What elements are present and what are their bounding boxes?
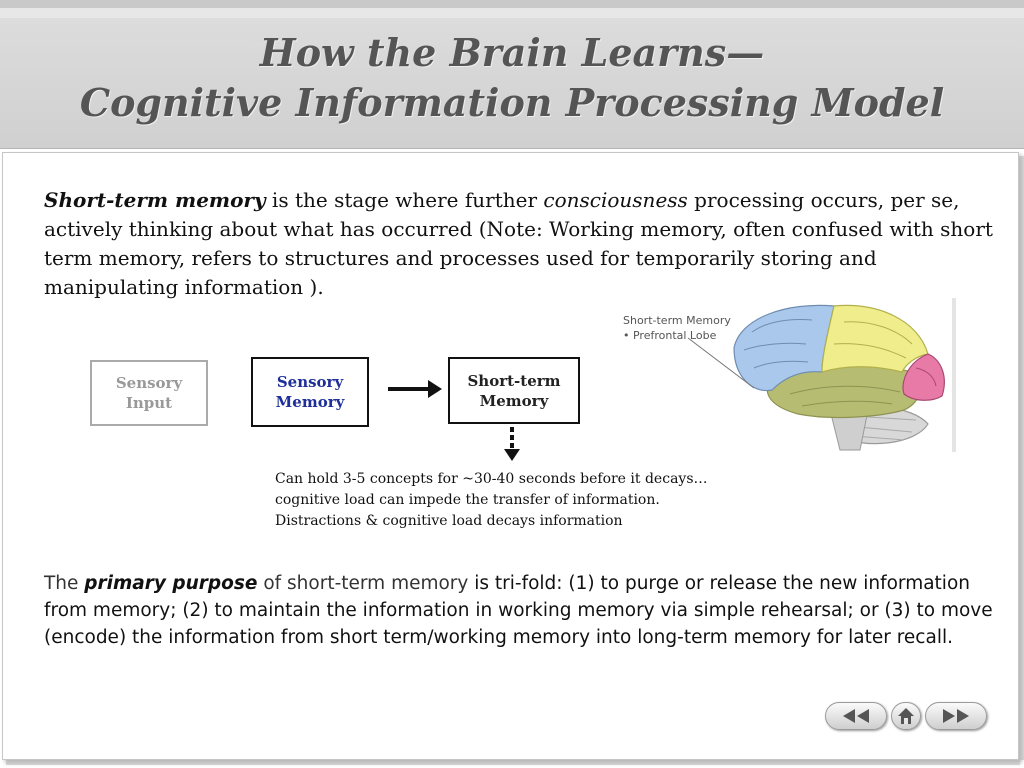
stm-note: Can hold 3-5 concepts for ~30-40 seconds… [275,471,708,487]
intro-emphasis: consciousness [543,188,688,212]
sensory-memory-line-2: Memory [275,393,345,411]
decay-arrow-dash [510,435,514,440]
home-icon [898,708,914,724]
top-strip-inner [0,8,1024,18]
stm-line-2: Memory [479,391,549,410]
sensory-memory-box: Sensory Memory [251,357,369,427]
slide-title: How the Brain Learns— Cognitive Informat… [0,28,1024,128]
stm-note: cognitive load can impede the transfer o… [275,492,660,508]
frame-shadow-bottom [6,759,1020,765]
frame-shadow-right [1018,156,1024,760]
decay-arrow-head [504,449,520,461]
brain-caption-line-2: • Prefrontal Lobe [623,329,717,342]
brain-parietal-lobe [821,304,929,373]
brain-image [687,298,956,452]
stm-note: Distractions & cognitive load decays inf… [275,513,623,529]
home-button[interactable] [891,702,921,730]
purpose-emphasis: primary purpose [84,573,258,594]
sensory-input-line-2: Input [125,394,173,412]
purpose-paragraph: The primary purpose of short-term memory… [44,570,994,651]
next-button[interactable] [925,702,987,730]
decay-arrow-dash [510,427,514,432]
flow-arrow-shaft [388,387,432,391]
purpose-text-c: is tri-fold: (1) to purge or release the… [44,573,993,648]
previous-button[interactable] [825,702,887,730]
purpose-text-a: The [44,573,85,594]
intro-paragraph: Short-term memory is the stage where fur… [44,186,994,302]
flow-arrow-head [428,380,442,398]
sensory-memory-line-1: Sensory [276,373,344,391]
decay-arrow-dash [510,443,514,448]
next-icon [943,709,969,723]
brain-occipital-lobe [902,353,945,401]
brain-illustration [616,298,958,454]
stm-line-1: Short-term [467,371,561,390]
short-term-memory-box: Short-term Memory [448,357,580,424]
intro-text-a: is the stage where further [265,188,544,212]
sensory-input-line-1: Sensory [115,374,183,392]
slide-header: How the Brain Learns— Cognitive Informat… [0,18,1024,149]
brain-caption-line-1: Short-term Memory [623,314,731,327]
brain-caption: Short-term Memory • Prefrontal Lobe [623,313,763,343]
purpose-text-b: of short-term memory [257,573,469,594]
title-line-1: How the Brain Learns— [259,30,765,75]
stm-notes: Can hold 3-5 concepts for ~30-40 seconds… [275,469,795,532]
top-strip [0,0,1024,8]
intro-lead: Short-term memory [44,188,266,212]
previous-icon [843,709,869,723]
sensory-input-box: Sensory Input [90,360,208,426]
title-line-2: Cognitive Information Processing Model [79,80,945,125]
intro-text-b: processing occurs, per se, actively thin… [44,188,993,299]
